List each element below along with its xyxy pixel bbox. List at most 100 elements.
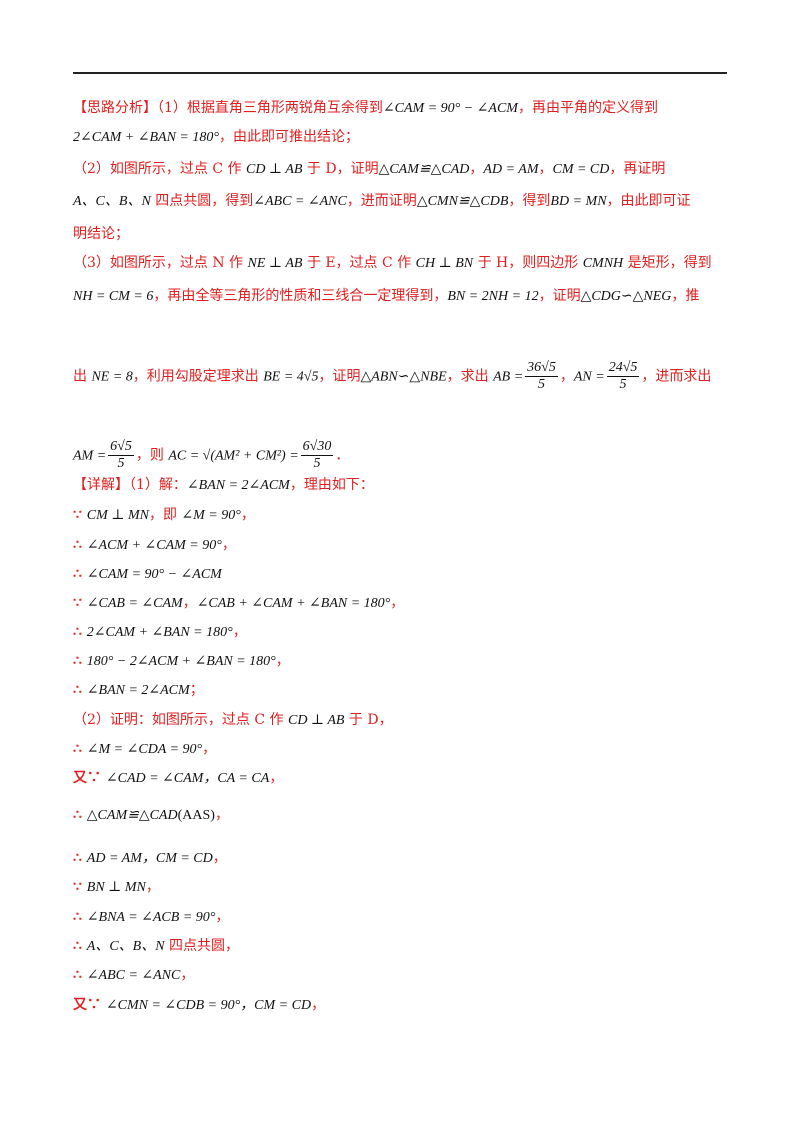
text-line: ∴ ∠ABC = ∠ANC， bbox=[73, 966, 733, 985]
math-expression: CMNH bbox=[582, 256, 624, 271]
logic-symbol: 又∵ bbox=[73, 770, 106, 786]
text-run: ，利用勾股定理求出 bbox=[132, 368, 264, 385]
text-run: ， bbox=[212, 850, 227, 866]
text-line: ∴ ∠BAN = 2∠ACM； bbox=[73, 681, 733, 700]
text-run: ，求出 bbox=[446, 368, 494, 385]
math-expression: ∠BAN = 2∠ACM bbox=[86, 683, 190, 698]
text-run: 四点共圆，得到 bbox=[150, 193, 254, 209]
text-run: ， bbox=[311, 997, 326, 1013]
text-line: ∵ BN ⊥ MN， bbox=[73, 878, 733, 897]
text-run: 明结论； bbox=[73, 226, 129, 242]
text-line: ∴ △CAM≌△CAD(AAS)， bbox=[73, 806, 733, 825]
math-expression: ∠CAB + ∠CAM + ∠BAN = 180° bbox=[196, 596, 391, 611]
header-divider bbox=[73, 72, 727, 74]
text-run: ，由此即可推出结论； bbox=[218, 129, 359, 145]
math-expression: △CDG∽△NEG bbox=[580, 289, 672, 304]
math-expression: AD = AM，CM = CD bbox=[86, 851, 213, 866]
math-expression: △CMN≌△CDB bbox=[416, 194, 509, 209]
text-run: ， bbox=[269, 770, 284, 786]
text-run: ，由此即可证 bbox=[606, 193, 691, 209]
logic-symbol: ∴ bbox=[73, 537, 87, 553]
text-run: ，再证明 bbox=[609, 161, 666, 177]
text-line: （2）如图所示，过点 C 作 CD ⊥ AB 于 D，证明△CAM≌△CAD，A… bbox=[73, 160, 733, 179]
text-line: NH = CM = 6，再由全等三角形的性质和三线合一定理得到，BN = 2NH… bbox=[73, 287, 733, 306]
text-run: 于 E，过点 C 作 bbox=[302, 255, 416, 271]
text-run: ， bbox=[202, 741, 217, 757]
text-run: ，进而证明 bbox=[346, 193, 417, 209]
math-expression: ∠BNA = ∠ACB = 90° bbox=[86, 910, 216, 925]
text-line: 明结论； bbox=[73, 225, 733, 243]
logic-symbol: 又∵ bbox=[73, 997, 106, 1013]
text-line: ∴ ∠M = ∠CDA = 90°， bbox=[73, 740, 733, 759]
math-expression: ∠ABC = ∠ANC bbox=[86, 968, 181, 983]
text-run: ， bbox=[275, 653, 290, 669]
text-line: ∵ ∠CAB = ∠CAM，∠CAB + ∠CAM + ∠BAN = 180°， bbox=[73, 594, 733, 613]
text-run: ， bbox=[215, 909, 230, 925]
text-run: （2）如图所示，过点 C 作 bbox=[73, 161, 246, 177]
fraction-numerator: 24√5 bbox=[606, 360, 640, 377]
logic-symbol: ∴ bbox=[73, 850, 87, 866]
math-expression: BN ⊥ MN bbox=[86, 880, 146, 895]
text-line: ∴ ∠BNA = ∠ACB = 90°， bbox=[73, 908, 733, 927]
text-run: （2）证明：如图所示，过点 C 作 bbox=[73, 712, 288, 728]
math-expression: ∠ACM + ∠CAM = 90° bbox=[86, 538, 222, 553]
text-line: ∴ 2∠CAM + ∠BAN = 180°， bbox=[73, 623, 733, 642]
text-run: ， bbox=[180, 967, 195, 983]
math-expression: A、C、B、N bbox=[73, 194, 151, 209]
math-expression: ∠ABC = ∠ANC bbox=[253, 194, 347, 209]
fraction-numerator: 6√5 bbox=[108, 439, 134, 456]
logic-symbol: ∴ bbox=[73, 566, 87, 582]
text-line: 【详解】（1）解：∠BAN = 2∠ACM，理由如下： bbox=[73, 476, 733, 495]
text-run: 于 H，则四边形 bbox=[473, 255, 583, 271]
math-expression: AC = √(AM² + CM²) = bbox=[168, 448, 299, 464]
text-line: 又∵ ∠CAD = ∠CAM，CA = CA， bbox=[73, 769, 733, 788]
logic-symbol: ∵ bbox=[73, 595, 87, 611]
text-line: 又∵ ∠CMN = ∠CDB = 90°，CM = CD， bbox=[73, 996, 733, 1015]
text-line: 出 NE = 8，利用勾股定理求出 BE = 4√5，证明△ABN∽△NBE，求… bbox=[73, 360, 733, 393]
math-expression: ∠CAM = 90° − ∠ACM bbox=[382, 101, 518, 116]
logic-symbol: ∴ bbox=[73, 682, 87, 698]
math-expression: NE = 8 bbox=[91, 369, 133, 385]
math-expression: ∠CAM = 90° − ∠ACM bbox=[86, 567, 222, 582]
math-expression: ∠M = ∠CDA = 90° bbox=[86, 742, 203, 757]
math-expression: △CAM≌△CAD bbox=[378, 162, 470, 177]
math-expression: ∠CMN = ∠CDB = 90°，CM = CD bbox=[105, 998, 312, 1013]
math-expression: ∠CAD = ∠CAM，CA = CA bbox=[105, 771, 270, 786]
text-line: 2∠CAM + ∠BAN = 180°，由此即可推出结论； bbox=[73, 128, 733, 147]
text-line: ∴ ∠CAM = 90° − ∠ACM bbox=[73, 565, 733, 584]
text-run: 是矩形，得到 bbox=[623, 255, 712, 271]
text-run: ，则 bbox=[135, 447, 169, 464]
fraction-denominator: 5 bbox=[619, 377, 627, 392]
math-expression: NE ⊥ AB bbox=[247, 256, 303, 271]
logic-symbol: ∵ bbox=[73, 879, 87, 895]
text-run: ，理由如下： bbox=[289, 477, 374, 493]
fraction-numerator: 36√5 bbox=[525, 360, 558, 377]
text-run: ，推 bbox=[671, 288, 700, 304]
math-expression: △ABN∽△NBE bbox=[360, 369, 447, 385]
logic-symbol: ∴ bbox=[73, 653, 87, 669]
math-expression: BN = 2NH = 12 bbox=[447, 289, 539, 304]
fraction-denominator: 5 bbox=[313, 456, 321, 471]
text-run: 于 D，证明 bbox=[302, 161, 379, 177]
math-expression: NH = CM = 6 bbox=[73, 289, 154, 304]
text-run: ，再由全等三角形的性质和三线合一定理得到， bbox=[153, 288, 448, 304]
math-expression: 180° − 2∠ACM + ∠BAN = 180° bbox=[86, 654, 276, 669]
math-expression: (AAS) bbox=[177, 808, 215, 823]
text-line: （2）证明：如图所示，过点 C 作 CD ⊥ AB 于 D， bbox=[73, 711, 733, 730]
text-run: 【详解】（1）解： bbox=[73, 477, 187, 493]
math-expression: CH ⊥ BN bbox=[415, 256, 474, 271]
text-run: ， bbox=[145, 879, 160, 895]
text-line: （3）如图所示，过点 N 作 NE ⊥ AB 于 E，过点 C 作 CH ⊥ B… bbox=[73, 254, 733, 273]
text-run: ， bbox=[538, 161, 553, 177]
text-run: 出 bbox=[73, 368, 92, 385]
math-expression: △CAM≌△CAD bbox=[86, 808, 178, 823]
text-run: ， bbox=[390, 595, 405, 611]
logic-symbol: ∴ bbox=[73, 967, 87, 983]
text-run: （3）如图所示，过点 N 作 bbox=[73, 255, 248, 271]
math-expression: A、C、B、N bbox=[86, 939, 165, 954]
math-expression: ∠CAB = ∠CAM bbox=[86, 596, 183, 611]
